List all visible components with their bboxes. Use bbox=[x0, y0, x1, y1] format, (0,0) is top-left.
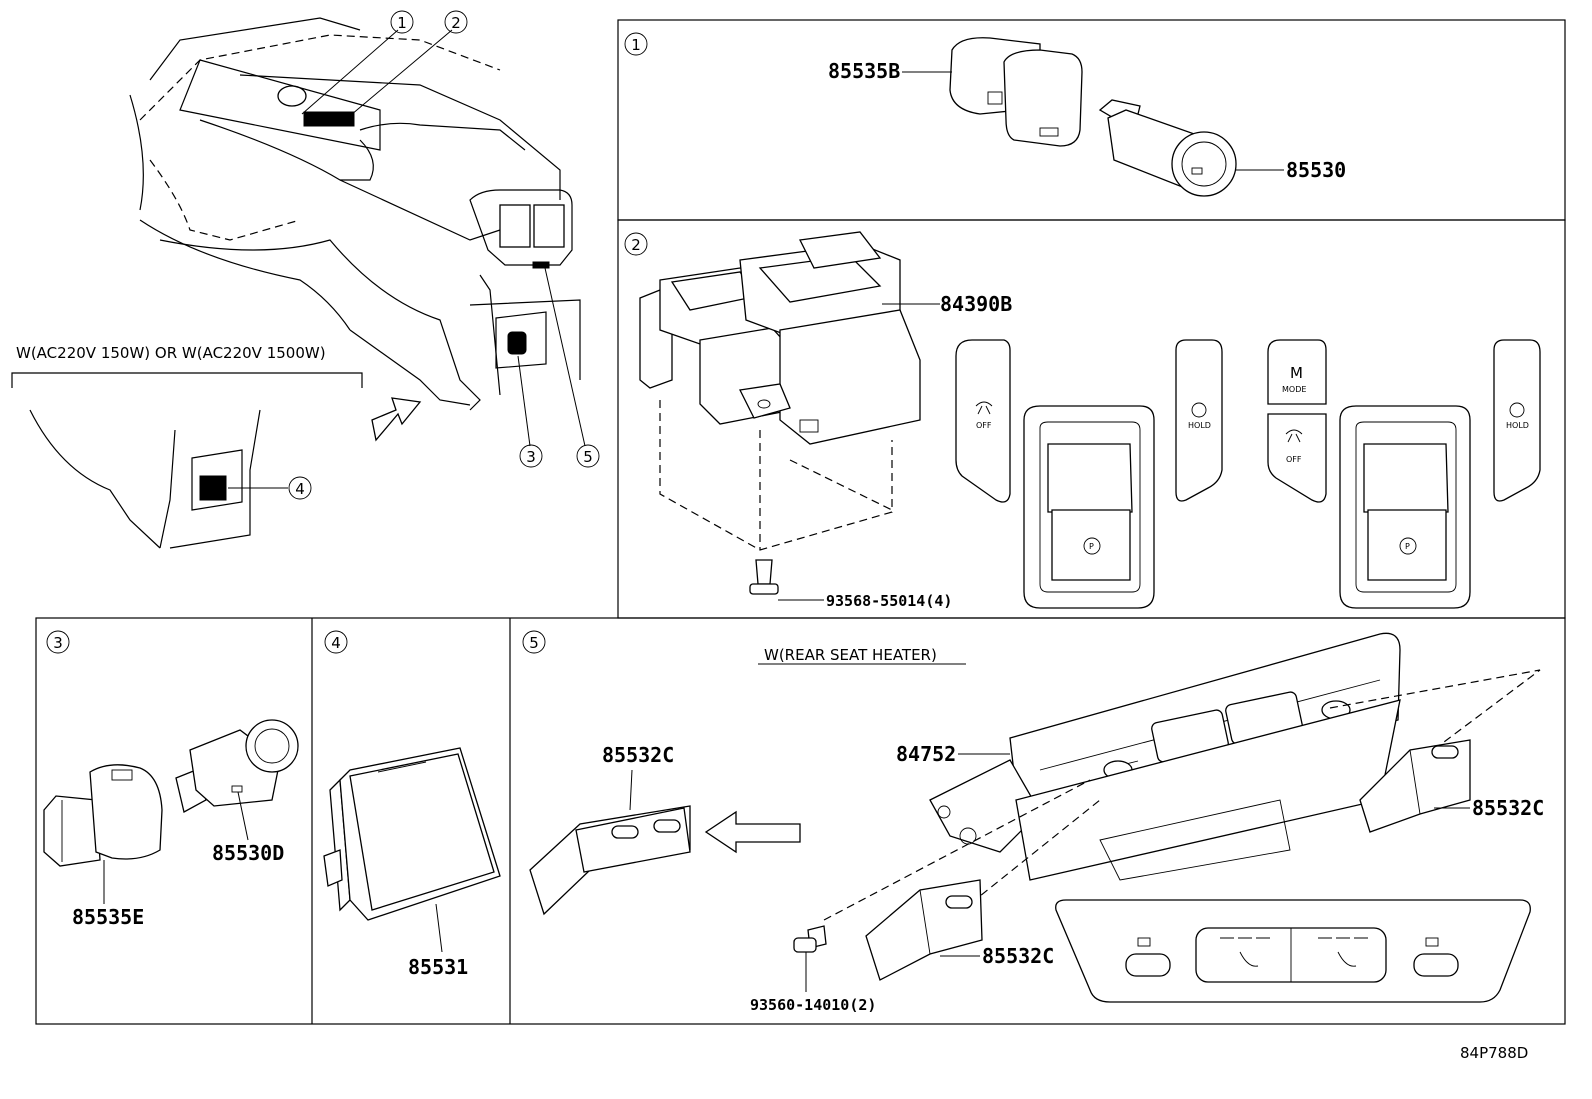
callout-5: 5 bbox=[583, 448, 593, 466]
socket-85530D bbox=[175, 719, 299, 813]
label-85532C-bottom: 85532C bbox=[982, 944, 1054, 968]
label-93568: 93568-55014(4) bbox=[826, 592, 952, 610]
switch-assembly-84390B bbox=[639, 231, 921, 445]
label-85535B: 85535B bbox=[828, 59, 900, 83]
panel-1: 1 85535B 85530 bbox=[624, 32, 1346, 197]
label-85532C-left: 85532C bbox=[602, 743, 674, 767]
label-85530D: 85530D bbox=[212, 841, 284, 865]
switch-panel-a: OFF P HOLD bbox=[955, 339, 1223, 609]
label-85535E: 85535E bbox=[72, 905, 144, 929]
label-85530: 85530 bbox=[1286, 158, 1346, 182]
usb-module-right bbox=[1359, 739, 1471, 833]
panel-1-callout: 1 bbox=[631, 36, 641, 54]
callout-group-overview: 1 2 3 5 bbox=[301, 10, 600, 468]
socket-85535E bbox=[43, 764, 163, 867]
switch-b-m-label: M bbox=[1290, 364, 1303, 382]
usb-module-bottom bbox=[865, 879, 983, 981]
label-85532C-right: 85532C bbox=[1472, 796, 1544, 820]
heater-note: W(REAR SEAT HEATER) bbox=[764, 646, 937, 664]
panel-frames bbox=[35, 19, 1566, 1025]
label-93560: 93560-14010(2) bbox=[750, 996, 876, 1014]
panel-4: 4 85531 bbox=[323, 630, 501, 979]
callout-4: 4 bbox=[295, 480, 305, 498]
variant-detail: W(AC220V 150W) OR W(AC220V 1500W) 4 bbox=[11, 344, 363, 549]
panel-5: 5 W(REAR SEAT HEATER) 85532C bbox=[522, 630, 1544, 1014]
socket-85530 bbox=[1098, 99, 1237, 197]
switch-b-off-label: OFF bbox=[1286, 455, 1302, 464]
screw-93560 bbox=[793, 925, 827, 953]
switch-panel-b: M MODE OFF P HOLD bbox=[1267, 339, 1541, 609]
variant-note: W(AC220V 150W) OR W(AC220V 1500W) bbox=[16, 344, 326, 362]
panel-3: 3 85535E 85530D bbox=[43, 630, 299, 929]
panel-5-callout: 5 bbox=[529, 634, 539, 652]
heater-panel-84752 bbox=[929, 632, 1401, 881]
callout-2: 2 bbox=[451, 14, 461, 32]
switch-a-hold-label: HOLD bbox=[1188, 421, 1211, 430]
switch-b-p-label: P bbox=[1405, 542, 1410, 551]
drawing-code: 84P788D bbox=[1460, 1044, 1528, 1062]
usb-module-left bbox=[529, 805, 691, 916]
socket-85535B bbox=[949, 37, 1083, 147]
switch-b-mode-label: MODE bbox=[1282, 385, 1306, 394]
switch-a-off-label: OFF bbox=[976, 421, 992, 430]
console-overview bbox=[129, 17, 581, 442]
screw-93568 bbox=[749, 559, 779, 595]
label-85531: 85531 bbox=[408, 955, 468, 979]
panel-2-callout: 2 bbox=[631, 236, 641, 254]
panel-4-callout: 4 bbox=[331, 634, 341, 652]
outlet-85531 bbox=[323, 747, 501, 921]
panel-2: 2 84390B 93568-55014(4) bbox=[624, 231, 1541, 610]
switch-b-hold-label: HOLD bbox=[1506, 421, 1529, 430]
label-84752: 84752 bbox=[896, 742, 956, 766]
switch-a-p-label: P bbox=[1089, 542, 1094, 551]
label-84390B: 84390B bbox=[940, 292, 1012, 316]
panel-3-callout: 3 bbox=[53, 634, 63, 652]
heater-panel-front-view bbox=[1055, 899, 1531, 1003]
callout-3: 3 bbox=[526, 448, 536, 466]
callout-1: 1 bbox=[397, 14, 407, 32]
